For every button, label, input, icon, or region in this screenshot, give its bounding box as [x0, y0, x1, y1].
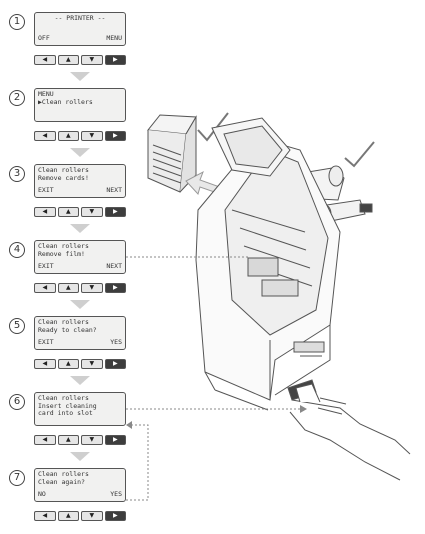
lcd-screen-step3: Clean rollers Remove cards! EXIT NEXT — [34, 164, 126, 198]
lcd-left-label: OFF — [38, 34, 50, 43]
lcd-left-label: EXIT — [38, 186, 54, 195]
right-arrow-button[interactable]: ▶ — [104, 55, 126, 65]
keypad: ◀ ▲ ▼ ▶ — [34, 511, 126, 521]
lcd-line2: Remove film! — [38, 249, 85, 258]
down-arrow-button[interactable]: ▼ — [81, 55, 103, 65]
right-arrow-button[interactable]: ▶ — [104, 511, 126, 521]
step-number: 5 — [9, 318, 25, 334]
lcd-line2: Ready to clean? — [38, 325, 97, 334]
lcd-screen-step6: Clean rollers Insert cleaning card into … — [34, 392, 126, 426]
lcd-line1: Clean rollers — [38, 394, 89, 402]
keypad: ◀ ▲ ▼ ▶ — [34, 207, 126, 217]
up-arrow-button[interactable]: ▲ — [57, 283, 79, 293]
right-arrow-button[interactable]: ▶ — [104, 207, 126, 217]
down-arrow-button[interactable]: ▼ — [81, 435, 103, 445]
down-arrow-button[interactable]: ▼ — [81, 283, 103, 293]
lcd-left-label: NO — [38, 490, 46, 499]
step-number: 4 — [9, 242, 25, 258]
keypad: ◀ ▲ ▼ ▶ — [34, 131, 126, 141]
down-arrow-button[interactable]: ▼ — [81, 131, 103, 141]
right-arrow-button[interactable]: ▶ — [104, 359, 126, 369]
lcd-right-label: NEXT — [106, 262, 122, 271]
left-arrow-button[interactable]: ◀ — [34, 359, 56, 369]
lcd-line1: Clean rollers — [38, 242, 89, 250]
step-number: 7 — [9, 470, 25, 486]
flow-arrow-icon — [70, 376, 90, 385]
card-hopper-icon — [147, 114, 197, 193]
up-arrow-button[interactable]: ▲ — [57, 359, 79, 369]
flow-arrow-icon — [70, 224, 90, 233]
up-arrow-button[interactable]: ▲ — [57, 207, 79, 217]
down-arrow-button[interactable]: ▼ — [81, 207, 103, 217]
check-icon — [344, 141, 375, 168]
lcd-screen-step4: Clean rollers Remove film! EXIT NEXT — [34, 240, 126, 274]
lcd-screen-step1: -- PRINTER -- OFF MENU — [34, 12, 126, 46]
lcd-right-label: NEXT — [106, 186, 122, 195]
printer-body — [195, 117, 341, 411]
lcd-screen-step2: MENU ▶Clean rollers — [34, 88, 126, 122]
up-arrow-button[interactable]: ▲ — [57, 511, 79, 521]
lcd-line2: Remove cards! — [38, 173, 89, 182]
up-arrow-button[interactable]: ▲ — [57, 435, 79, 445]
lcd-line3: card into slot — [38, 409, 93, 418]
lcd-left-label: EXIT — [38, 338, 54, 347]
lcd-left-label: EXIT — [38, 262, 54, 271]
flow-arrow-icon — [70, 300, 90, 309]
keypad: ◀ ▲ ▼ ▶ — [34, 55, 126, 65]
connector-repeat — [126, 424, 149, 501]
keypad: ◀ ▲ ▼ ▶ — [34, 435, 126, 445]
lcd-line1: Clean rollers — [38, 470, 89, 478]
right-arrow-button[interactable]: ▶ — [104, 131, 126, 141]
left-arrow-button[interactable]: ◀ — [34, 283, 56, 293]
right-arrow-button[interactable]: ▶ — [104, 283, 126, 293]
right-arrow-button[interactable]: ▶ — [104, 435, 126, 445]
left-arrow-button[interactable]: ◀ — [34, 207, 56, 217]
flow-arrow-icon — [70, 452, 90, 461]
lcd-line1: Clean rollers — [38, 166, 89, 174]
lcd-right-label: YES — [110, 490, 122, 499]
lcd-line2: Insert cleaning — [38, 401, 97, 410]
flow-arrow-icon — [70, 72, 90, 81]
lcd-line1: Clean rollers — [38, 318, 89, 326]
lcd-screen-step5: Clean rollers Ready to clean? EXIT YES — [34, 316, 126, 350]
keypad: ◀ ▲ ▼ ▶ — [34, 359, 126, 369]
lcd-line1: -- PRINTER -- — [54, 14, 106, 22]
down-arrow-button[interactable]: ▼ — [81, 359, 103, 369]
up-arrow-button[interactable]: ▲ — [57, 55, 79, 65]
lcd-right-label: YES — [110, 338, 122, 347]
left-arrow-button[interactable]: ◀ — [34, 435, 56, 445]
left-arrow-button[interactable]: ◀ — [34, 131, 56, 141]
keypad: ◀ ▲ ▼ ▶ — [34, 283, 126, 293]
step-number: 1 — [9, 14, 25, 30]
check-icon — [197, 112, 229, 142]
down-arrow-button[interactable]: ▼ — [81, 511, 103, 521]
step-number: 2 — [9, 90, 25, 106]
step-number: 6 — [9, 394, 25, 410]
flow-arrow-icon — [70, 148, 90, 157]
lcd-line2: Clean again? — [38, 477, 85, 486]
hand-icon — [289, 383, 411, 481]
lcd-line2: ▶Clean rollers — [38, 97, 93, 106]
left-arrow-button[interactable]: ◀ — [34, 511, 56, 521]
lcd-screen-step7: Clean rollers Clean again? NO YES — [34, 468, 126, 502]
lcd-right-label: MENU — [106, 34, 122, 43]
left-arrow-button[interactable]: ◀ — [34, 55, 56, 65]
step-number: 3 — [9, 166, 25, 182]
lcd-line1: MENU — [38, 90, 54, 98]
up-arrow-button[interactable]: ▲ — [57, 131, 79, 141]
